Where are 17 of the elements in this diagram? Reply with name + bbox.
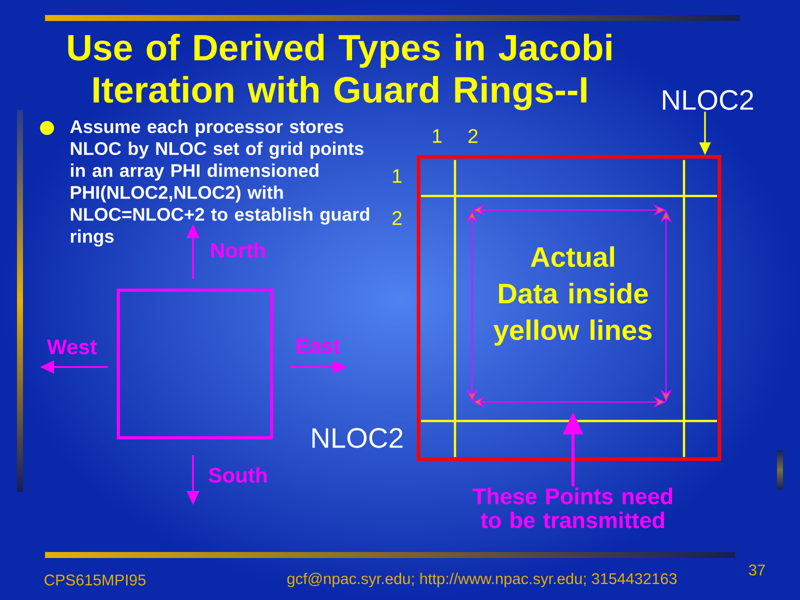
footer-text: CPS615MPI95 <box>44 574 146 586</box>
size-label: NLOC2 <box>312 428 402 448</box>
title: Use of Derived Types in Jacobi Iteration with Guard Rings--I <box>68 34 612 110</box>
size-label: NLOC2 <box>663 90 754 110</box>
grid-square <box>416 155 722 461</box>
processor-square <box>116 288 274 440</box>
region-label: Actual Data inside yellow lines <box>494 246 652 346</box>
column-number: 2 <box>468 129 478 143</box>
page-number: 37 <box>749 564 765 576</box>
caption-text: These Points need to be transmitted <box>472 488 672 528</box>
footer-text: gcf@npac.syr.edu; http://www.npac.syr.edu; 3154432163 <box>287 572 677 588</box>
row-number: 2 <box>392 211 402 225</box>
direction-label: West <box>47 340 97 354</box>
direction-label: East <box>297 338 340 354</box>
row-number: 1 <box>393 169 402 183</box>
column-number: 1 <box>433 129 442 143</box>
direction-label: South <box>208 467 267 483</box>
